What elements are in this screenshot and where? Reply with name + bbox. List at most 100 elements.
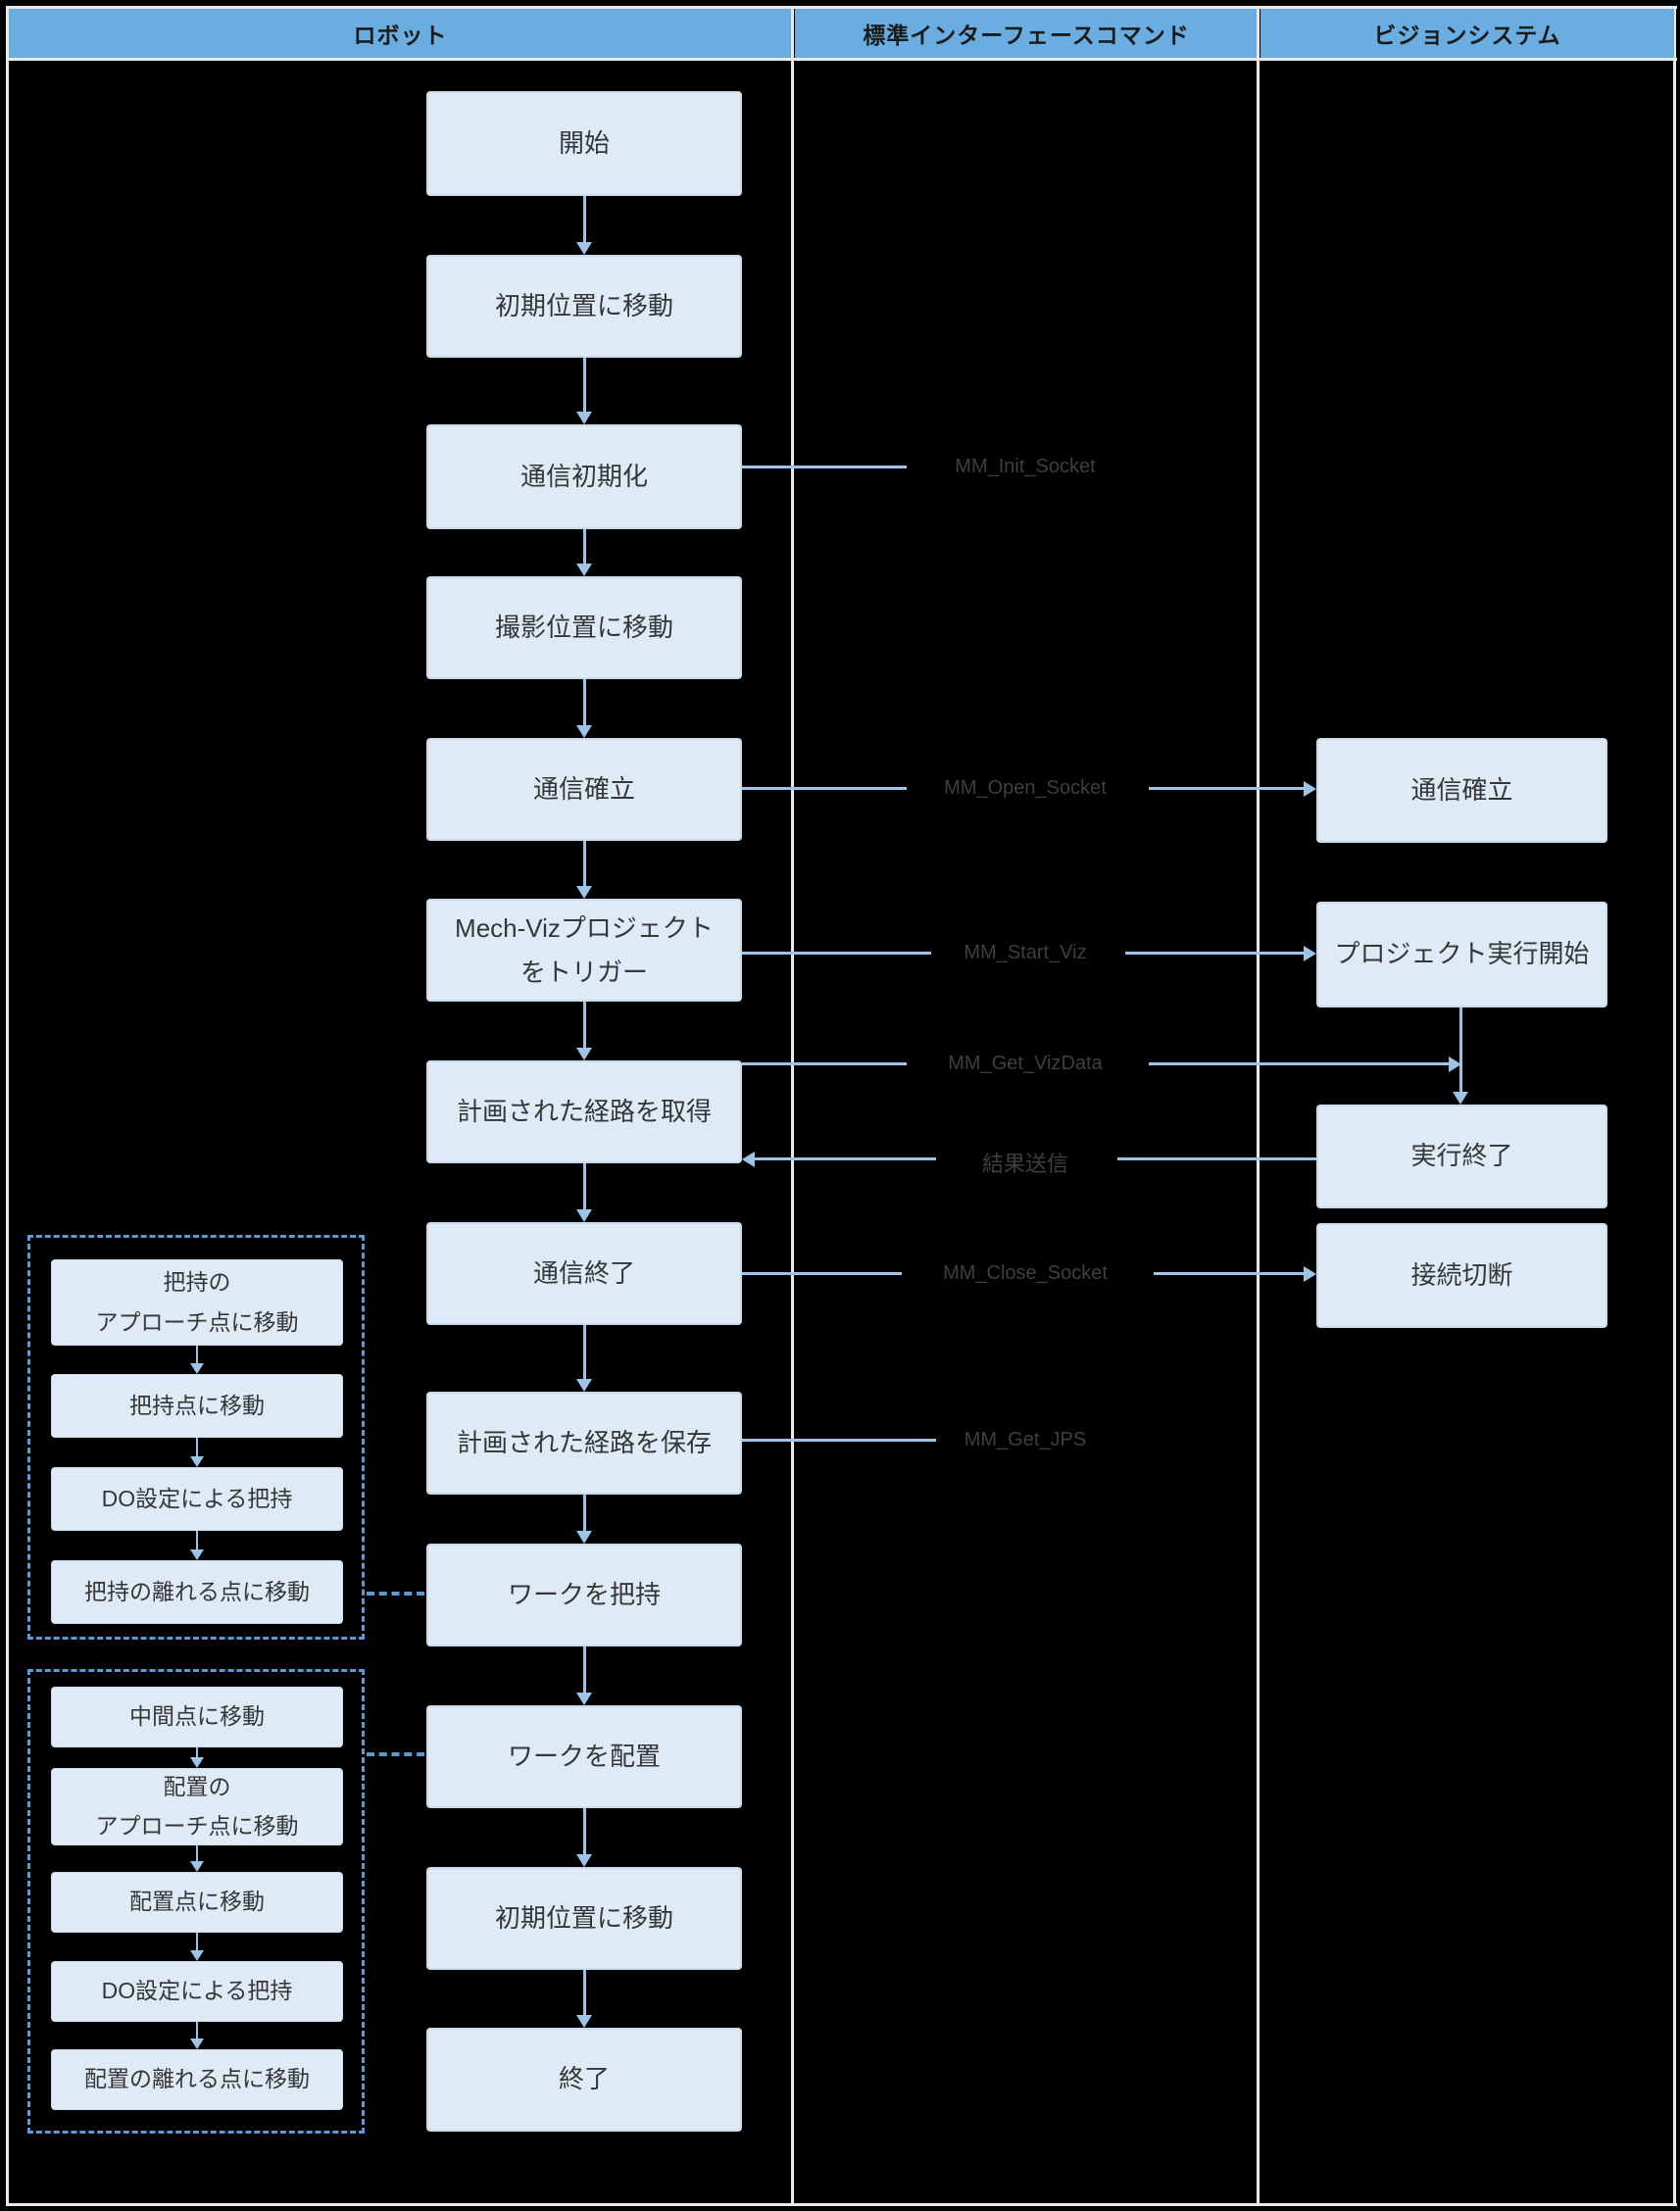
grasp-step-do-grasp: DO設定による把持 — [51, 1467, 343, 1531]
command-label-start-viz: MM_Start_Viz — [964, 942, 1087, 963]
command-label-get-vizdata: MM_Get_VizData — [948, 1053, 1103, 1074]
flow-box-label: ワークを把持 — [507, 1579, 661, 1609]
flow-arrow-line — [583, 1970, 586, 2016]
command-line — [1154, 1272, 1304, 1275]
flow-box-label: 計画された経路を保存 — [456, 1427, 712, 1457]
grasp-step-move-to-grasp-point: 把持点に移動 — [51, 1374, 343, 1438]
flow-box-comm-establish: 通信確立 — [426, 738, 742, 841]
vision-box-comm-establish: 通信確立 — [1316, 738, 1607, 843]
step-label: 中間点に移動 — [129, 1703, 265, 1730]
step-label-line1: 把持の — [163, 1268, 231, 1295]
frame-right — [1673, 6, 1676, 2206]
flow-box-label: 通信確立 — [532, 773, 635, 804]
flow-box-place-workpiece: ワークを配置 — [426, 1705, 742, 1808]
place-step-move-to-depart-point: 配置の離れる点に移動 — [51, 2049, 343, 2110]
command-line — [742, 952, 931, 955]
group-arrow-line — [196, 1438, 198, 1456]
command-line — [742, 1439, 936, 1442]
flow-arrow-line — [583, 1646, 586, 1694]
flow-box-label-line2: をトリガー — [519, 957, 648, 987]
frame-bottom — [6, 2203, 1677, 2206]
header-label-robot: ロボット — [353, 23, 448, 48]
flow-box-label: 初期位置に移動 — [494, 290, 673, 320]
flow-box-label: プロジェクト実行開始 — [1334, 939, 1590, 969]
group-arrow-line — [196, 1531, 198, 1549]
arrow-down-icon — [1453, 1092, 1468, 1105]
flow-box-label: 計画された経路を取得 — [456, 1096, 712, 1126]
group-arrow-line — [196, 1845, 198, 1861]
header-cell-interface-commands: 標準インターフェースコマンド — [795, 9, 1258, 58]
step-label: 配置の離れる点に移動 — [84, 2066, 310, 2092]
step-label: 把持点に移動 — [129, 1392, 265, 1418]
command-line — [742, 1062, 907, 1065]
flow-box-grasp-workpiece: ワークを把持 — [426, 1544, 742, 1646]
step-label-line1: 配置の — [163, 1774, 231, 1800]
arrow-down-icon — [576, 412, 592, 424]
flow-box-move-initial-1: 初期位置に移動 — [426, 255, 742, 358]
flow-box-label: 接続切断 — [1410, 1259, 1513, 1290]
arrow-down-icon — [576, 1531, 592, 1544]
group-arrow-line — [196, 1747, 198, 1757]
frame-left — [6, 6, 9, 2206]
command-line — [742, 787, 907, 790]
group-arrow-line — [196, 2022, 198, 2039]
arrow-down-icon — [190, 1363, 204, 1374]
command-label-send-result: 結果送信 — [981, 1152, 1069, 1176]
flow-arrow-line — [583, 1002, 586, 1049]
arrow-down-icon — [576, 725, 592, 738]
flow-box-get-planned-path: 計画された経路を取得 — [426, 1060, 742, 1163]
column-divider-2 — [1257, 6, 1260, 2206]
flow-box-label: 撮影位置に移動 — [494, 612, 673, 642]
command-label-open-socket: MM_Open_Socket — [944, 777, 1107, 799]
arrow-down-icon — [190, 1757, 204, 1768]
step-label: 把持の離れる点に移動 — [84, 1578, 310, 1604]
header-cell-robot: ロボット — [9, 9, 792, 58]
arrow-right-icon — [1304, 946, 1316, 961]
flow-box-move-capture: 撮影位置に移動 — [426, 576, 742, 679]
grasp-group-frame — [27, 1235, 365, 1640]
arrow-down-icon — [576, 242, 592, 255]
command-label-init-socket: MM_Init_Socket — [955, 456, 1096, 477]
arrow-down-icon — [576, 886, 592, 899]
column-divider-1 — [791, 6, 794, 2206]
flow-box-label: 終了 — [558, 2064, 610, 2094]
place-step-move-intermediate: 中間点に移動 — [51, 1687, 343, 1747]
flow-arrow-line — [583, 1495, 586, 1532]
arrow-down-icon — [576, 1854, 592, 1867]
grasp-step-move-to-depart-point: 把持の離れる点に移動 — [51, 1560, 343, 1624]
flow-arrow-line — [583, 679, 586, 726]
flow-box-end: 終了 — [426, 2028, 742, 2132]
flow-arrow-line — [583, 1163, 586, 1210]
vision-flow-arrow-line — [1459, 1007, 1462, 1093]
header-cell-vision-system: ビジョンシステム — [1260, 9, 1674, 58]
arrow-right-icon — [1304, 781, 1316, 797]
flow-box-comm-end: 通信終了 — [426, 1222, 742, 1325]
arrow-right-icon — [1449, 1056, 1461, 1072]
place-group-connector — [367, 1752, 424, 1756]
header-divider — [6, 58, 1677, 61]
arrow-down-icon — [576, 564, 592, 576]
flow-box-label-line1: Mech-Vizプロジェクト — [455, 913, 714, 944]
flow-box-move-initial-2: 初期位置に移動 — [426, 1867, 742, 1970]
flow-arrow-line — [583, 358, 586, 413]
place-step-do-grasp: DO設定による把持 — [51, 1961, 343, 2022]
arrow-down-icon — [190, 1861, 204, 1872]
group-arrow-line — [196, 1346, 198, 1363]
flow-arrow-line — [583, 841, 586, 887]
flow-box-label: 通信確立 — [1410, 774, 1513, 805]
arrow-down-icon — [190, 1549, 204, 1560]
step-label: DO設定による把持 — [101, 1978, 293, 2004]
flow-box-save-planned-path: 計画された経路を保存 — [426, 1392, 742, 1495]
vision-box-project-start: プロジェクト実行開始 — [1316, 902, 1607, 1007]
command-line — [1149, 1062, 1449, 1065]
flow-arrow-line — [583, 529, 586, 565]
command-line — [1117, 1157, 1316, 1160]
command-line — [1125, 952, 1304, 955]
command-label-close-socket: MM_Close_Socket — [943, 1262, 1108, 1284]
frame-top — [6, 6, 1677, 9]
arrow-down-icon — [190, 2039, 204, 2049]
flow-box-label: 通信初期化 — [519, 461, 648, 491]
place-step-approach: 配置の アプローチ点に移動 — [51, 1768, 343, 1845]
vision-box-disconnect: 接続切断 — [1316, 1223, 1607, 1328]
